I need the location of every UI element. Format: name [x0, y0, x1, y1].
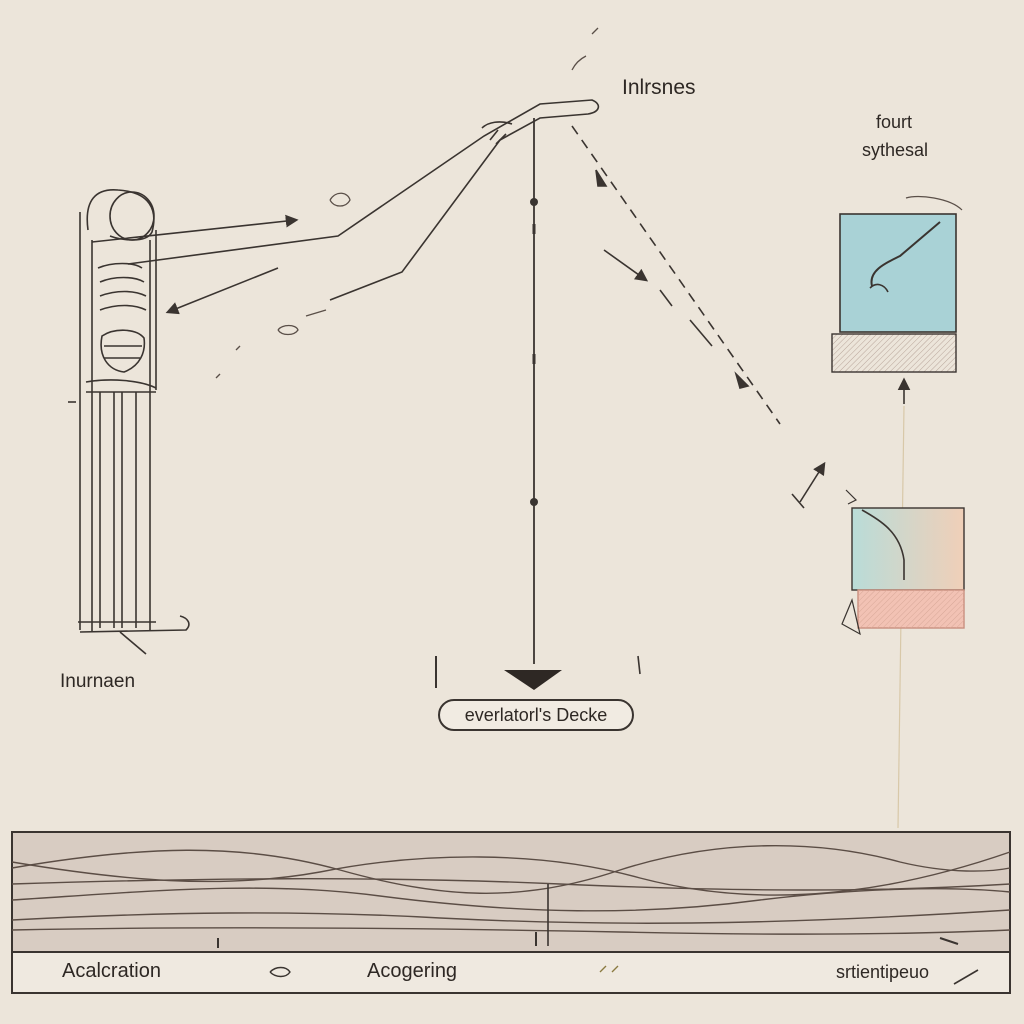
standing-figure-icon: [68, 99, 600, 655]
vertical-drop-line: [530, 118, 538, 664]
strip-label-right: srtientipeuo: [836, 962, 930, 982]
sketch-marks: [215, 27, 599, 379]
right-label-line1: fourt: [876, 112, 913, 132]
strip-label-middle: Acogering: [367, 960, 458, 982]
strip-label-left: Acalcration: [62, 960, 161, 982]
tick-mark: [637, 655, 641, 675]
top-label: Inlrsnes: [622, 76, 696, 99]
result-box-top: [831, 195, 963, 404]
figure-label: Inurnaen: [60, 671, 136, 692]
right-label-line2: sythesal: [862, 140, 929, 160]
strip-label-row: Acalcration Acogering srtientipeuo: [12, 952, 1010, 993]
chevron-down-icon: [504, 670, 562, 690]
result-box-bottom: [841, 489, 965, 636]
wave-lines-icon: [11, 831, 1011, 994]
trajectory-line: [571, 125, 826, 509]
center-pill-label: everlatorl's Decke: [438, 699, 634, 731]
return-arrow-icon: [165, 267, 279, 315]
